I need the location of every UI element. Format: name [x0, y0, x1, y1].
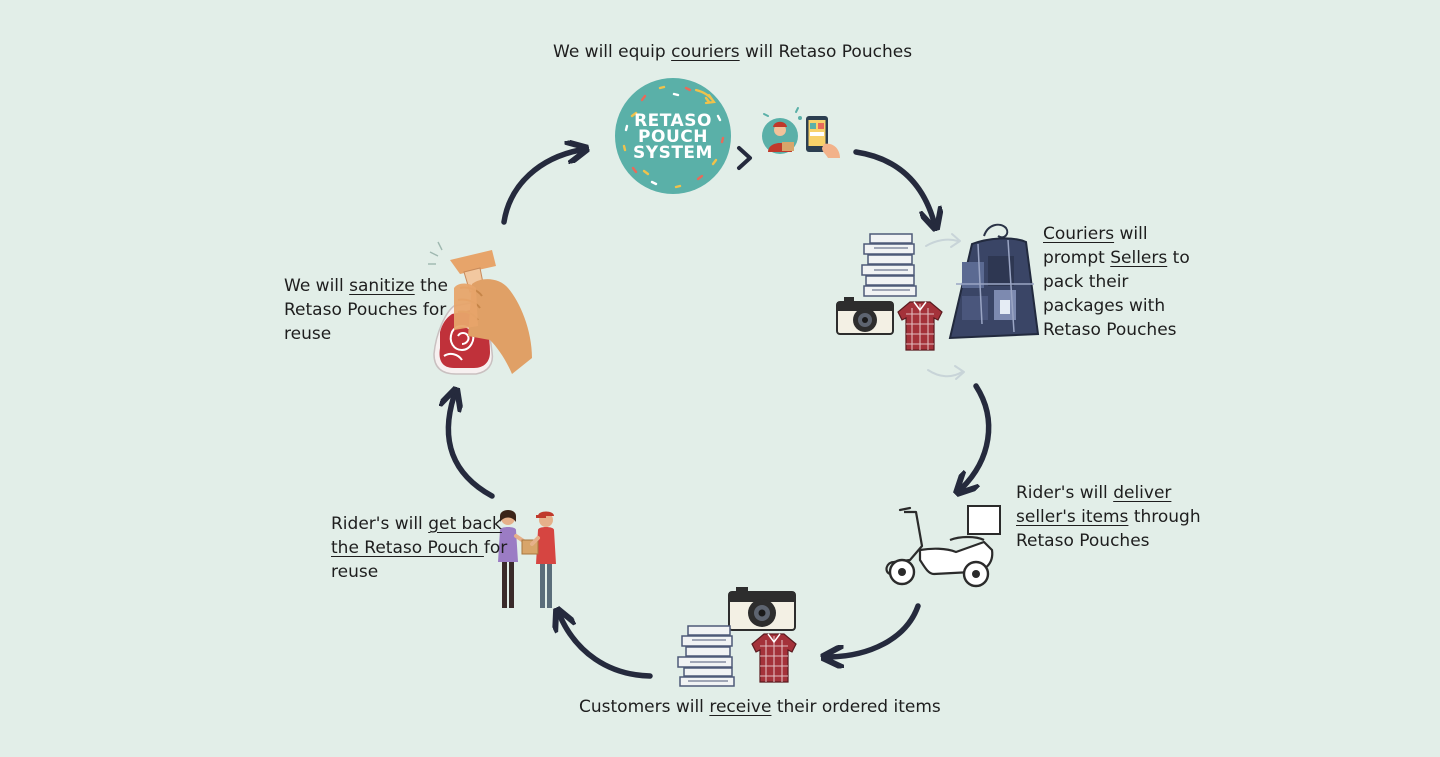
step1-part: will Retaso Pouches — [739, 42, 913, 62]
camera-icon — [836, 297, 894, 335]
chevron-right-icon — [737, 146, 752, 170]
step5-line: reuse — [331, 562, 379, 582]
step6-text: We will sanitize the Retaso Pouches for … — [284, 274, 448, 346]
pouch-bag-icon — [948, 223, 1040, 340]
step6-part: the — [414, 276, 449, 296]
step3-part: Rider's will — [1016, 483, 1114, 503]
shirt-icon — [897, 301, 943, 351]
step2-part: will — [1114, 224, 1148, 244]
step1-underline: couriers — [671, 42, 740, 62]
step5-part: for — [483, 538, 508, 558]
step5-underline: the Retaso Pouch — [331, 538, 484, 558]
step1-part: We will equip — [553, 42, 672, 62]
step3-line: Retaso Pouches — [1016, 531, 1150, 551]
courier-phone-icon — [762, 107, 840, 158]
step5-text: Rider's will get back the Retaso Pouch f… — [331, 512, 507, 584]
logo-line1: RETASO — [634, 111, 712, 131]
step4-underline: receive — [709, 697, 772, 717]
retaso-logo-icon: RETASO POUCH SYSTEM — [615, 78, 731, 194]
scooter-icon — [885, 505, 1001, 588]
cycle-arrow-icon — [830, 603, 921, 657]
step6-underline: sanitize — [349, 276, 415, 296]
step2-line: packages with — [1043, 296, 1166, 316]
step2-underline: Couriers — [1043, 224, 1115, 244]
books-icon — [677, 625, 735, 687]
step5-underline: get back — [428, 514, 502, 534]
step2-underline: Sellers — [1110, 248, 1168, 268]
camera-icon — [728, 587, 796, 631]
cycle-arrow-icon — [853, 149, 934, 222]
step6-line: Retaso Pouches for — [284, 300, 447, 320]
step6-part: We will — [284, 276, 350, 296]
shirt-icon — [751, 633, 797, 683]
cycle-arrow-icon — [501, 150, 580, 225]
step6-line: reuse — [284, 324, 332, 344]
step5-part: Rider's will — [331, 514, 429, 534]
cycle-arrow-icon — [448, 396, 495, 499]
step3-text: Rider's will deliver seller's items thro… — [1016, 481, 1201, 553]
logo-line2: POUCH — [638, 127, 708, 147]
step2-line: pack their — [1043, 272, 1129, 292]
step2-part: to — [1167, 248, 1190, 268]
logo-line3: SYSTEM — [633, 143, 713, 163]
books-icon — [861, 233, 917, 297]
step4-part: their ordered items — [771, 697, 941, 717]
step1-text: We will equip couriers will Retaso Pouch… — [553, 40, 912, 64]
step3-underline: seller's items — [1016, 507, 1129, 527]
spray-bottle-icon — [428, 241, 532, 375]
cycle-arrow-icon — [962, 383, 992, 488]
step2-part: prompt — [1043, 248, 1111, 268]
step4-part: Customers will — [579, 697, 710, 717]
handover-people-icon — [498, 510, 556, 608]
step2-line: Retaso Pouches — [1043, 320, 1177, 340]
step3-part: through — [1128, 507, 1201, 527]
step2-text: Couriers will prompt Sellers to pack the… — [1043, 222, 1190, 342]
cycle-arrow-icon — [560, 616, 653, 679]
step3-underline: deliver — [1113, 483, 1172, 503]
step4-text: Customers will receive their ordered ite… — [579, 695, 941, 719]
